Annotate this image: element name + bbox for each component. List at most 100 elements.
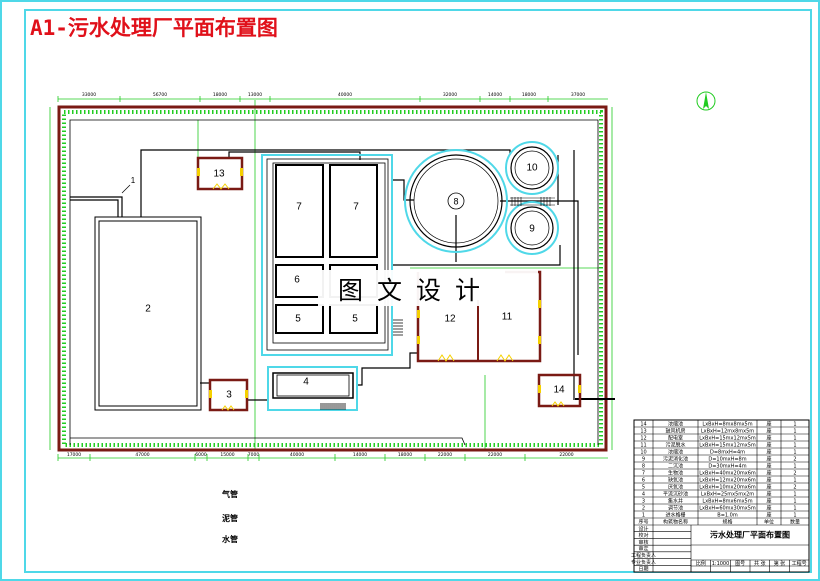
dimension-label: 32000 <box>443 92 457 98</box>
table-cell-no: 1 <box>642 513 645 519</box>
table-cell-name: 平流沉砂池 <box>663 491 688 498</box>
table-header-unit: 单位 <box>764 519 774 526</box>
stairs-4 <box>320 403 346 410</box>
table-cell-no: 6 <box>642 478 645 484</box>
table-cell-unit: 座 <box>766 512 771 519</box>
table-cell-unit: 座 <box>766 421 771 428</box>
table-cell-name: 集水井 <box>668 498 683 505</box>
table-cell-unit: 座 <box>766 491 771 498</box>
table-cell-spec: LxBxH=15mx12mx5m <box>699 443 756 449</box>
table-header-spec: 规格 <box>722 519 732 526</box>
table-cell-spec: LxBxH=40mx20mx6m <box>699 471 756 477</box>
pipe-legend: 气管 泥管 水管 <box>221 489 238 544</box>
watermark-box <box>318 270 538 306</box>
dimension-label: 17000 <box>67 452 81 458</box>
bio-block-wall <box>266 158 389 351</box>
sign-label: 工程负责人 <box>631 552 656 559</box>
table-cell-unit: 座 <box>766 456 771 463</box>
unit-8-outline <box>404 149 508 253</box>
dimension-label: 13000 <box>248 92 262 98</box>
unit-label-5a: 5 <box>295 314 301 325</box>
table-cell-no: 3 <box>642 499 645 505</box>
table-cell-qty: 1 <box>793 429 796 435</box>
dimension-label: 22000 <box>438 452 452 458</box>
table-cell-qty: 1 <box>793 499 796 505</box>
dimension-label: 22000 <box>559 452 573 458</box>
table-cell-qty: 1 <box>793 436 796 442</box>
table-cell-name: 鼓风机房 <box>665 428 685 435</box>
table-cell-no: 9 <box>642 457 645 463</box>
dimension-label: 7000 <box>248 452 260 458</box>
unit-8-weir <box>413 158 499 244</box>
dimension-label: 15000 <box>220 452 234 458</box>
sign-label: 专业负责人 <box>631 559 656 566</box>
table-cell-qty: 1 <box>793 450 796 456</box>
table-header-row: 序号构筑物名称规格单位数量 <box>638 519 800 526</box>
unit-8-wall <box>409 154 503 248</box>
unit-13-building <box>196 156 244 191</box>
table-cell-no: 4 <box>642 492 645 498</box>
dimension-label: 37000 <box>571 92 585 98</box>
table-cell-no: 14 <box>640 422 646 428</box>
unit-label-1: 1 <box>131 176 136 185</box>
table-cell-spec: LxBxH=25mx5mx2m <box>701 492 754 498</box>
table-cell-name: 配电室 <box>668 435 683 442</box>
stairs-12 <box>393 319 403 336</box>
table-frame <box>633 419 810 573</box>
unit-label-14: 14 <box>553 385 565 396</box>
table-cell-no: 8 <box>642 464 645 470</box>
footer-cell: 图号 <box>735 561 745 567</box>
table-cell-unit: 座 <box>766 449 771 456</box>
dimension-label: 18000 <box>213 92 227 98</box>
table-cell-name: 生物池 <box>668 470 683 477</box>
table-cell-qty: 2 <box>793 485 796 491</box>
table-cell-unit: 座 <box>766 442 771 449</box>
unit-4-channel <box>276 374 350 397</box>
table-drawing-title: 污水处理厂平面布置图 <box>710 530 790 540</box>
footer-cell: 共 张 <box>754 560 766 567</box>
site-boundary-wall <box>57 105 608 452</box>
sign-label: 审核 <box>638 539 648 546</box>
table-cell-spec: LxBxH=10mx20mx6m <box>699 485 756 491</box>
table-cell-qty: 2 <box>793 457 796 463</box>
unit-label-13: 13 <box>213 169 225 180</box>
table-cell-name: 污泥脱水 <box>665 442 685 449</box>
table-cell-name: 浓缩池 <box>668 421 683 428</box>
dimension-label: 33000 <box>82 92 96 98</box>
unit-2-outer <box>94 216 202 411</box>
table-cell-no: 2 <box>642 506 645 512</box>
table-cell-unit: 座 <box>766 484 771 491</box>
table-cell-name: 厌氧池 <box>668 484 683 491</box>
table-cell-qty: 1 <box>793 506 796 512</box>
table-cell-unit: 座 <box>766 435 771 442</box>
table-cell-qty: 1 <box>793 464 796 470</box>
watermark: 图文设计 <box>338 276 494 305</box>
legend-water-pipe: 水管 <box>221 534 238 544</box>
table-cell-qty: 1 <box>793 443 796 449</box>
table-header-qty: 数量 <box>790 519 800 526</box>
table-cell-unit: 座 <box>766 505 771 512</box>
dimension-label: 56700 <box>153 92 167 98</box>
green-belt <box>62 110 603 447</box>
bio-tanks <box>275 164 378 334</box>
unit-label-9: 9 <box>529 224 535 235</box>
sign-label: 校对 <box>638 532 648 539</box>
dimension-label: 40000 <box>290 452 304 458</box>
table-cell-spec: LxBxH=12mx20mx6m <box>699 478 756 484</box>
table-header-name: 构筑物名称 <box>663 519 688 526</box>
table-cell-spec: B=1.0m <box>717 513 738 519</box>
table-cell-no: 11 <box>640 443 646 449</box>
sign-label: 设计 <box>638 525 648 532</box>
table-cell-name: 污泥消化池 <box>663 456 688 463</box>
table-cell-qty: 1 <box>793 513 796 519</box>
unit-label-8: 8 <box>453 196 458 206</box>
table-cell-name: 缺氧池 <box>668 477 683 484</box>
